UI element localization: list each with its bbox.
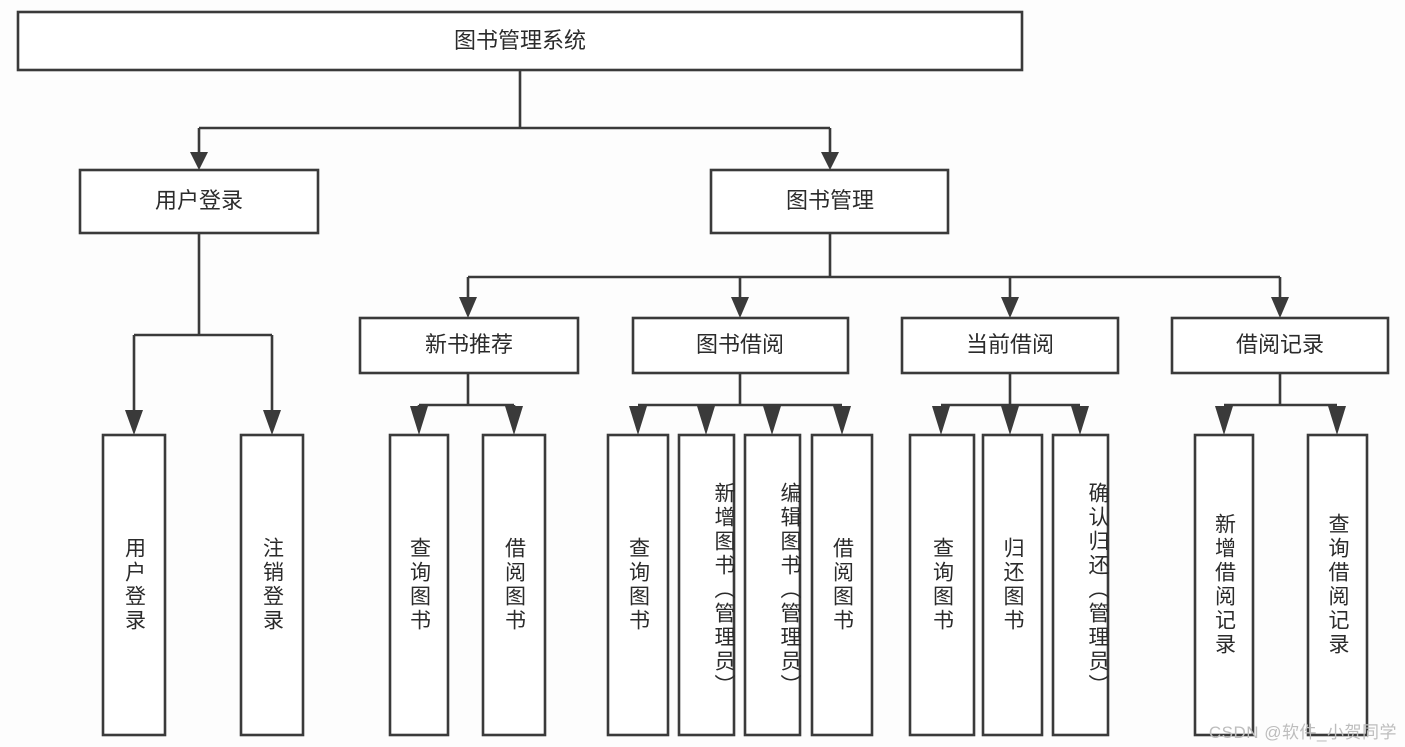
leaf-box-add-borrow-record[interactable] [1193,433,1255,737]
leaf-box-return-book[interactable] [981,433,1044,737]
arrow-down-icon [190,152,208,170]
connector-currentborrow-to-leaves [932,373,1089,435]
node-book-borrow[interactable]: 图书借阅 [631,316,850,375]
connector-newbook-to-leaves [410,373,523,435]
node-new-book-recommend[interactable]: 新书推荐 [358,316,580,375]
arrow-down-icon [629,406,647,435]
node-new-book-recommend-box[interactable] [358,316,580,375]
leaf-box-query-borrow-record[interactable] [1306,433,1369,737]
connector-bookborrow-to-leaves [629,373,851,435]
arrow-down-icon [125,410,143,435]
arrow-down-icon [1271,297,1289,318]
node-user-login[interactable]: 用户登录 [78,168,320,235]
node-current-borrow-box[interactable] [900,316,1120,375]
node-current-borrow-label: 当前借阅 [966,332,1054,357]
arrow-down-icon [1001,406,1019,435]
node-borrow-record-box[interactable] [1170,316,1390,375]
connector-root-to-level2 [190,70,839,170]
node-books-management[interactable]: 图书管理 [709,168,950,235]
node-book-borrow-label: 图书借阅 [696,332,784,357]
node-borrow-record-label: 借阅记录 [1236,332,1324,357]
leaf-box-borrow-book-bb[interactable] [810,433,874,737]
leaf-box-borrow-book-rec[interactable] [481,433,547,737]
leaf-box-query-book-bb[interactable] [606,433,670,737]
arrow-down-icon [505,406,523,435]
node-books-management-box[interactable] [709,168,950,235]
connector-borrowrecord-to-leaves [1215,373,1346,435]
connector-userlogin-to-leaves [125,233,281,435]
watermark-text: CSDN @软件_小贺同学 [1208,723,1397,742]
arrow-down-icon [731,297,749,318]
node-new-book-recommend-label: 新书推荐 [425,332,513,357]
leaf-box-logout[interactable] [239,433,305,737]
arrow-down-icon [833,406,851,435]
node-book-borrow-box[interactable] [631,316,850,375]
node-user-login-label: 用户登录 [155,188,243,213]
arrow-down-icon [263,410,281,435]
leaf-box-user-login[interactable] [101,433,167,737]
node-root-label: 图书管理系统 [454,28,586,53]
node-borrow-record[interactable]: 借阅记录 [1170,316,1390,375]
node-books-management-label: 图书管理 [786,188,874,213]
leaf-box-query-book-rec[interactable] [388,433,450,737]
connector-booksmgmt-to-level3 [459,233,1289,318]
arrow-down-icon [1215,406,1233,435]
arrow-down-icon [821,152,839,170]
leaf-box-edit-book-admin[interactable] [743,433,802,737]
arrow-down-icon [1071,406,1089,435]
arrow-down-icon [1001,297,1019,318]
leaf-box-confirm-return-admin[interactable] [1051,433,1110,737]
leaf-box-add-book-admin[interactable] [677,433,736,737]
node-root-box[interactable] [16,10,1024,72]
arrow-down-icon [763,406,781,435]
arrow-down-icon [459,297,477,318]
leaf-box-query-book-cb[interactable] [908,433,976,737]
node-user-login-box[interactable] [78,168,320,235]
arrow-down-icon [932,406,950,435]
node-current-borrow[interactable]: 当前借阅 [900,316,1120,375]
arrow-down-icon [410,406,428,435]
node-root[interactable]: 图书管理系统 [16,10,1024,72]
arrow-down-icon [697,406,715,435]
arrow-down-icon [1328,406,1346,435]
